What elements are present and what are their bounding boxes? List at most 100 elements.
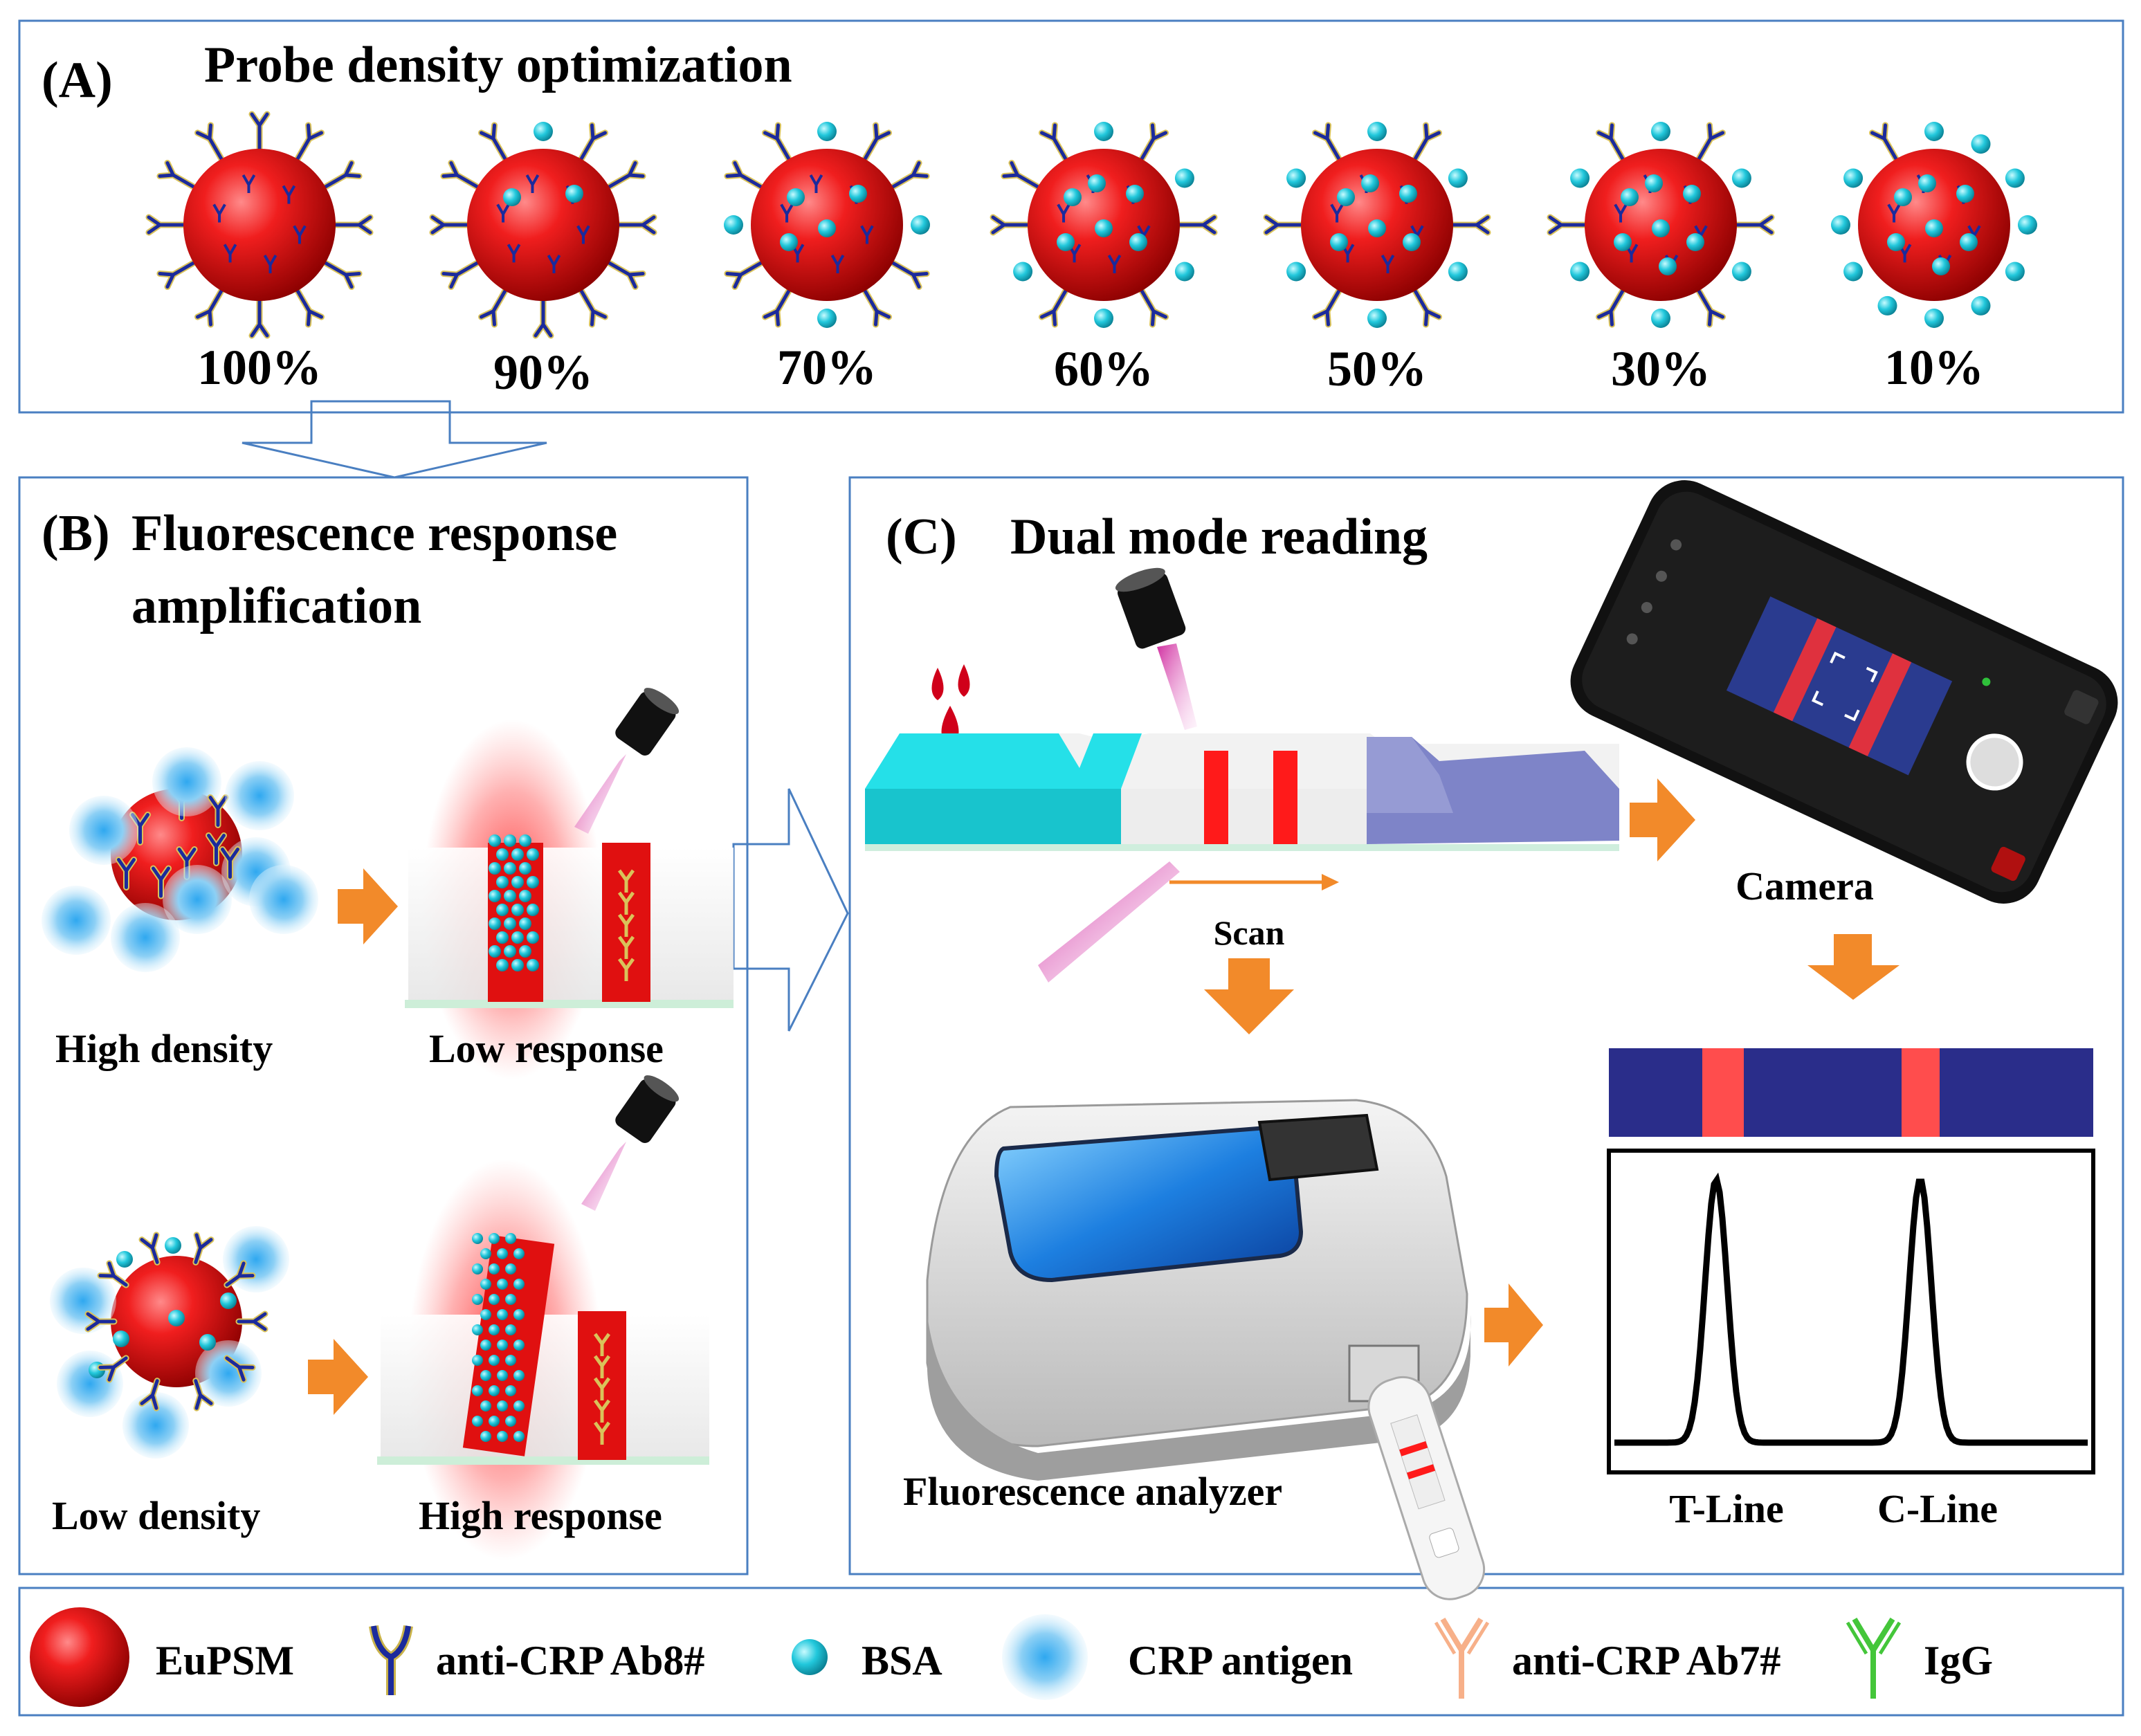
bsa-dot	[1651, 309, 1670, 328]
bsa-dot	[511, 848, 524, 861]
antibody-icon	[248, 111, 271, 156]
surface-antibody-icon	[1381, 254, 1395, 273]
bsa-dot	[480, 1340, 491, 1351]
bsa-dot	[1095, 219, 1113, 237]
bsa-dot	[496, 876, 509, 888]
antibody-icon	[219, 846, 241, 880]
legend-ab7-icon	[1434, 1617, 1490, 1699]
bsa-dot	[505, 1416, 516, 1427]
bsa-dot	[527, 848, 539, 861]
bsa-dot	[513, 1400, 525, 1411]
antibody-icon	[1136, 122, 1169, 166]
bsa-dot	[513, 1279, 525, 1290]
bsa-dot	[497, 1400, 508, 1411]
bsa-dot	[1057, 233, 1075, 251]
high-density-probe	[42, 747, 318, 972]
antibody-icon	[429, 214, 475, 236]
panel-a-title: Probe density optimization	[204, 37, 792, 93]
bsa-dot	[1286, 262, 1306, 282]
antibody-icon	[224, 1260, 256, 1288]
panel-a-frame	[18, 19, 2124, 414]
bsa-dot	[168, 1310, 185, 1326]
bsa-dot	[505, 1355, 516, 1366]
crp-antigen-icon	[249, 865, 318, 934]
crp-antigen-icon	[50, 1268, 116, 1334]
antibody-icon	[194, 284, 227, 328]
legend-igg-icon	[1846, 1617, 1902, 1699]
bsa-dot	[505, 1324, 516, 1335]
antibody-icon	[145, 214, 191, 236]
label-high-response: High response	[419, 1493, 662, 1538]
antibody-icon	[138, 1232, 161, 1266]
bsa-dot	[496, 959, 509, 971]
antibody-icon	[192, 1232, 215, 1266]
bsa-dot	[1330, 233, 1348, 251]
bsa-dot	[1843, 168, 1864, 188]
bsa-dot	[565, 185, 583, 203]
panel-b-frame	[18, 476, 749, 1575]
antibody-icon	[440, 159, 484, 192]
legend-crp-label: CRP antigen	[1128, 1638, 1353, 1683]
smartphone	[1570, 480, 2118, 904]
bsa-dot	[511, 959, 524, 971]
bsa-dot	[497, 1340, 508, 1351]
bsa-dot	[1368, 219, 1386, 237]
bsa-dot	[1971, 134, 1991, 154]
antibody-icon	[1693, 122, 1727, 166]
panel-b-title-line2: amplification	[131, 578, 421, 634]
readout-peak-plot	[1607, 1149, 2095, 1474]
bsa-dot	[1174, 168, 1194, 188]
antibody-icon	[292, 284, 325, 328]
surface-antibody-icon	[525, 174, 540, 194]
arrow-orange-camera-down	[1807, 934, 1899, 1000]
analyzer-screen-icon	[994, 1125, 1304, 1283]
bsa-dot	[497, 1279, 508, 1290]
bsa-dot	[513, 1248, 525, 1259]
bsa-dot	[511, 904, 524, 916]
surface-antibody-icon	[830, 254, 845, 273]
bsa-dot	[505, 1263, 516, 1274]
antibody-icon	[138, 1378, 161, 1411]
panel-c-frame	[848, 476, 2124, 1575]
legend-eupsm-label: EuPSM	[156, 1638, 294, 1683]
bsa-dot	[534, 122, 553, 141]
surface-antibody-icon	[507, 244, 521, 263]
surface-antibody-icon	[1330, 203, 1344, 223]
antibody-icon	[1547, 214, 1592, 236]
bsa-dot	[1013, 262, 1033, 282]
label-low-response: Low response	[429, 1026, 664, 1071]
bsa-dot	[497, 1309, 508, 1320]
antibody-icon	[318, 257, 363, 291]
bsa-dot	[519, 890, 531, 902]
bsa-dot	[1088, 174, 1106, 192]
surface-antibody-icon	[223, 244, 237, 263]
arrow-orange-scan-down	[1204, 958, 1294, 1034]
laser-beam-bottom	[1038, 861, 1180, 983]
crp-antigen-icon	[225, 761, 294, 830]
panel-c-title: Dual mode reading	[1010, 509, 1428, 565]
bsa-dot	[1645, 174, 1663, 192]
bsa-dot	[1731, 262, 1751, 282]
antibody-icon	[192, 1378, 215, 1411]
igg-antibody-icon	[617, 891, 635, 915]
antibody-icon	[1446, 214, 1491, 236]
bsa-dot	[519, 834, 531, 847]
antibody-icon	[724, 257, 768, 291]
bsa-dot	[527, 931, 539, 944]
legend-ab8-label: anti-CRP Ab8#	[436, 1638, 704, 1683]
bsa-dot	[817, 122, 837, 141]
low-response-strip	[405, 688, 734, 1079]
bsa-dot	[527, 904, 539, 916]
probe-row	[145, 111, 2037, 339]
bsa-dot	[2018, 215, 2037, 235]
pct-label-50: 50%	[1327, 341, 1427, 396]
bsa-dot	[527, 959, 539, 971]
bsa-dot	[513, 1309, 525, 1320]
bsa-dot	[1924, 122, 1944, 141]
igg-antibody-icon	[593, 1333, 611, 1356]
bsa-dot	[1956, 185, 1974, 203]
panel-a-label: (A)	[42, 52, 113, 109]
antibody-icon	[1595, 122, 1628, 166]
antibody-icon	[859, 284, 893, 328]
